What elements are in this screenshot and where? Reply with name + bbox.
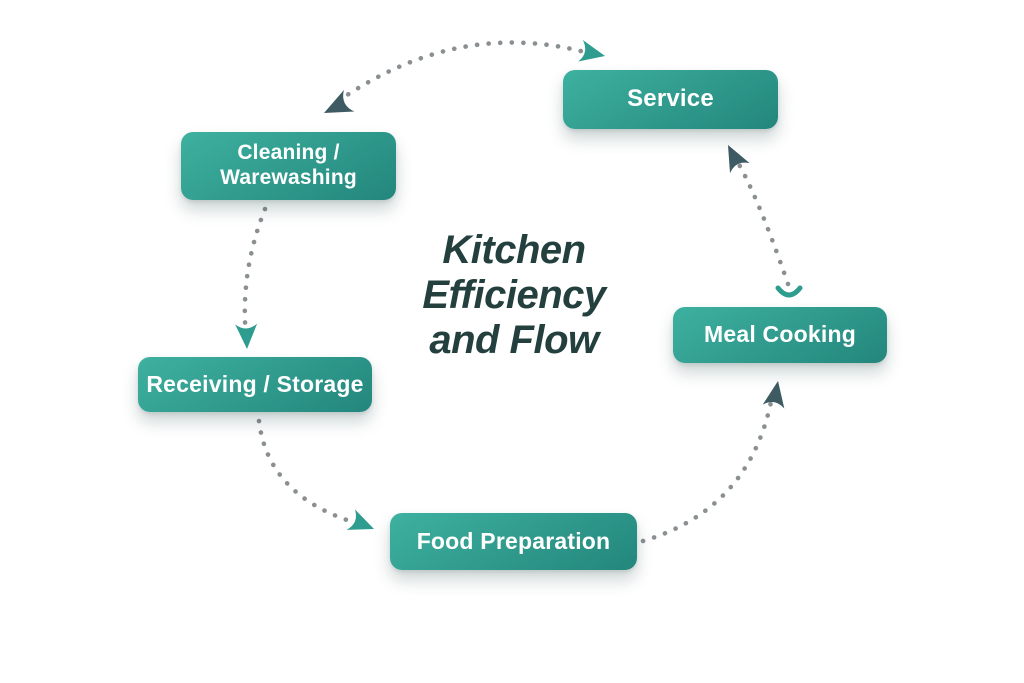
arc-receiving-to-foodprep (256, 418, 359, 526)
arc-cleaning-to-receiving (242, 206, 268, 339)
arrowhead-into-foodprep-icon (346, 509, 374, 530)
node-food-preparation: Food Preparation (390, 513, 637, 570)
chevron-into-mealcooking-top-icon (775, 285, 803, 298)
arrowhead-into-receiving-icon (235, 323, 258, 349)
node-receiving-storage: Receiving / Storage (138, 357, 372, 412)
arc-foodprep-to-mealcooking (640, 399, 774, 544)
arc-service-to-cleaning (331, 40, 595, 107)
diagram-title: Kitchen Efficiency and Flow (422, 228, 606, 362)
node-service: Service (563, 70, 778, 129)
node-meal-cooking-label: Meal Cooking (704, 321, 856, 348)
node-cleaning-warewashing-label: Cleaning / Warewashing (220, 141, 357, 189)
node-food-preparation-label: Food Preparation (416, 527, 611, 554)
node-service-label: Service (627, 85, 714, 113)
node-receiving-storage-label: Receiving / Storage (146, 370, 364, 397)
arrowhead-into-service-top-icon (578, 40, 605, 62)
node-meal-cooking: Meal Cooking (673, 307, 887, 363)
arrowhead-into-mealcooking-icon (762, 381, 785, 409)
arc-mealcooking-to-service (731, 153, 791, 287)
arrowhead-into-cleaning-icon (324, 89, 355, 113)
arrowhead-into-service-icon (728, 145, 750, 174)
node-cleaning-warewashing: Cleaning / Warewashing (181, 132, 396, 200)
